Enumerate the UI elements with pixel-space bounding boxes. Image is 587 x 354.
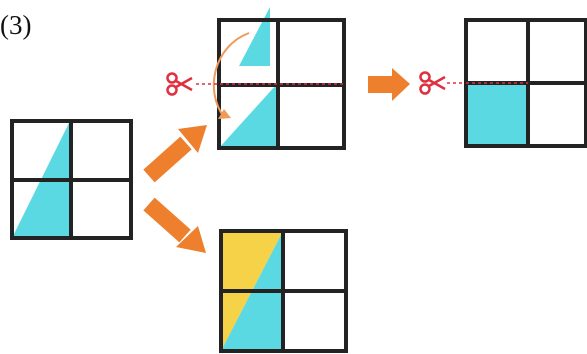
grid-result — [464, 18, 587, 148]
arrow-icon — [143, 197, 206, 253]
arrow-icon — [368, 68, 410, 101]
cyan-square — [466, 84, 528, 146]
grid-original — [10, 119, 133, 240]
flipped-triangle — [239, 7, 270, 66]
grid-folded — [219, 229, 348, 353]
fold-arrow — [212, 32, 250, 118]
cyan-triangle — [219, 85, 276, 148]
scissors-icon — [166, 72, 193, 96]
problem-label: (3) — [0, 10, 32, 40]
arrow-icon — [143, 125, 207, 183]
scissors-icon — [419, 71, 446, 95]
grid-cut — [196, 7, 346, 150]
